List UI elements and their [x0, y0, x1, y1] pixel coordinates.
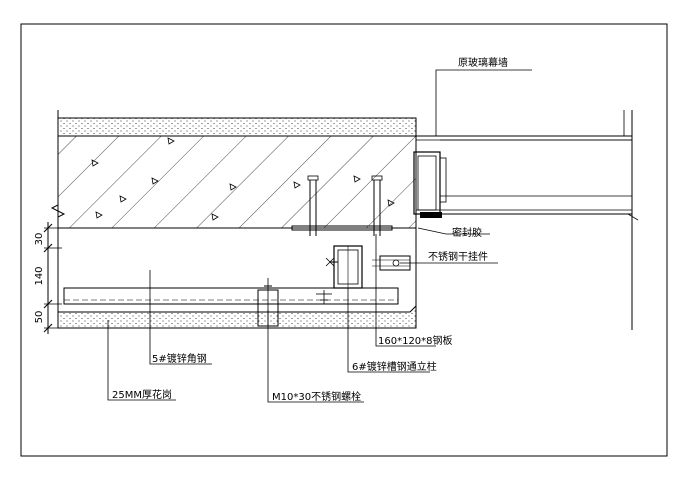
label-granite: 25MM厚花岗 [112, 388, 172, 401]
dimension-50: 50 [34, 311, 45, 324]
embedded-steel-plate [291, 175, 393, 236]
soffit-frame [57, 228, 417, 328]
dimension-line: 30 140 50 [34, 222, 62, 334]
label-bolt: M10*30不锈钢螺栓 [272, 390, 361, 403]
label-steel-plate: 160*120*8钢板 [378, 334, 453, 347]
label-hanger: 不锈钢干挂件 [428, 250, 488, 263]
label-curtain-wall: 原玻璃幕墙 [458, 56, 508, 69]
steel-channel-post [325, 245, 363, 289]
leader-lines [107, 69, 532, 403]
concrete-slab [57, 117, 417, 229]
granite-panel [57, 304, 417, 329]
drawing-frame [20, 23, 668, 457]
break-line [50, 110, 66, 228]
label-angle-steel: 5#镀锌角钢 [152, 352, 207, 365]
label-channel-post: 6#镀锌槽钢通立柱 [352, 360, 437, 373]
label-sealant: 密封胶 [452, 226, 482, 239]
mullion [413, 151, 447, 218]
dimension-140: 140 [34, 266, 45, 285]
dimension-30: 30 [34, 233, 45, 246]
curtain-wall-glazing [416, 110, 639, 330]
